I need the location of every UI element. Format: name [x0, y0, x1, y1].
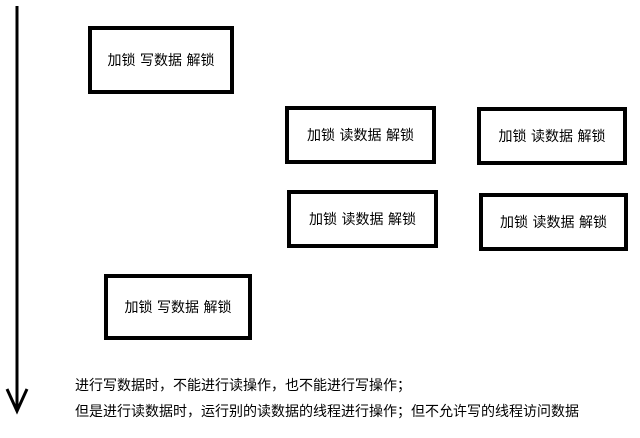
write-lock-box-2: 加锁 写数据 解锁 [104, 274, 252, 340]
read-lock-box-2: 加锁 读数据 解锁 [477, 107, 627, 165]
read-lock-box-1-label: 加锁 读数据 解锁 [307, 128, 414, 144]
read-lock-box-2-label: 加锁 读数据 解锁 [498, 129, 606, 145]
timeline-arrow-head [5, 388, 29, 415]
write-lock-box-1: 加锁 写数据 解锁 [88, 26, 234, 94]
note-line-1: 进行写数据时，不能进行读操作，也不能进行写操作； [75, 378, 411, 394]
write-lock-box-2-label: 加锁 写数据 解锁 [124, 300, 232, 316]
write-lock-box-1-label: 加锁 写数据 解锁 [107, 53, 215, 69]
timeline-arrow [5, 6, 29, 415]
read-lock-box-4: 加锁 读数据 解锁 [479, 193, 628, 251]
read-lock-box-1: 加锁 读数据 解锁 [285, 106, 436, 164]
read-lock-box-3-label: 加锁 读数据 解锁 [309, 212, 416, 228]
read-lock-box-3: 加锁 读数据 解锁 [287, 190, 438, 248]
note-line-2: 但是进行读数据时，运行别的读数据的线程进行操作；但不允许写的线程访问数据 [75, 404, 579, 420]
read-lock-box-4-label: 加锁 读数据 解锁 [500, 215, 607, 231]
